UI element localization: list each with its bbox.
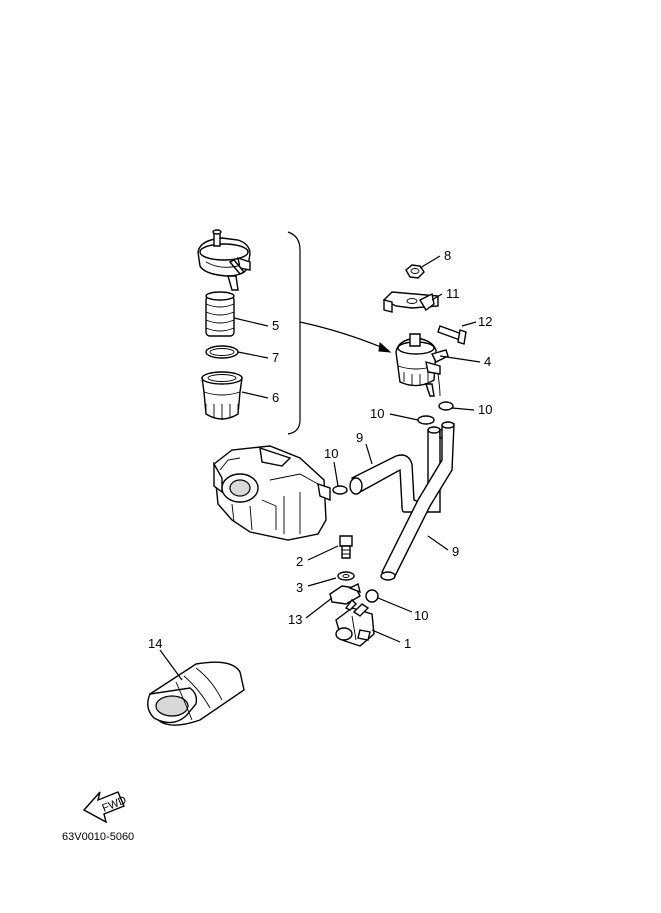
storage-bag-illustration	[147, 661, 245, 726]
hose-clip-illustration	[332, 485, 348, 495]
hose-clip-illustration	[365, 589, 379, 603]
diagram-code: 63V0010-5060	[62, 831, 134, 843]
leader-5	[233, 317, 269, 327]
leader-8	[419, 255, 441, 269]
filter-cup-illustration	[201, 371, 243, 420]
arrow-head	[378, 341, 392, 353]
filter-bracket-illustration	[382, 291, 439, 313]
part-label-4: 4	[484, 354, 491, 369]
fwd-arrow-icon: FWD	[82, 791, 128, 824]
plate-illustration	[329, 582, 362, 605]
leader-3	[307, 577, 337, 587]
part-label-11: 11	[446, 286, 460, 301]
leader-14	[159, 649, 183, 681]
leader-9	[427, 535, 449, 551]
part-label-1: 1	[404, 636, 411, 651]
exploded-view-bracket	[287, 231, 301, 435]
part-label-10: 10	[324, 446, 338, 461]
leader-6	[241, 391, 269, 399]
part-label-2: 2	[296, 554, 303, 569]
part-label-13: 13	[288, 612, 302, 627]
part-label-10: 10	[370, 406, 384, 421]
leader-1	[371, 629, 401, 643]
exploded-view-arrow	[299, 321, 389, 351]
carburetor-illustration	[213, 445, 331, 541]
leader-9	[365, 443, 373, 465]
leader-10	[377, 597, 413, 613]
part-label-5: 5	[272, 318, 279, 333]
leader-7	[237, 351, 269, 359]
leader-10	[451, 407, 475, 411]
filter-element-illustration	[205, 291, 235, 337]
leader-11	[431, 293, 443, 301]
hose-clip-illustration	[438, 401, 454, 411]
washer-illustration	[337, 571, 355, 581]
fuel-joint-illustration	[335, 598, 375, 647]
part-label-9: 9	[356, 430, 363, 445]
part-label-12: 12	[478, 314, 492, 329]
part-label-8: 8	[444, 248, 451, 263]
leader-13	[305, 597, 333, 619]
fuel-filter-assembly-illustration	[395, 333, 449, 397]
leader-4	[439, 355, 481, 363]
nut-illustration	[405, 264, 425, 279]
part-label-10: 10	[478, 402, 492, 417]
part-label-14: 14	[148, 636, 162, 651]
bolt-illustration	[437, 325, 467, 345]
leader-2	[307, 545, 339, 561]
o-ring-illustration	[205, 345, 239, 359]
part-label-10: 10	[414, 608, 428, 623]
leader-10	[389, 413, 419, 421]
bolt-2-illustration	[339, 535, 353, 559]
part-label-9: 9	[452, 544, 459, 559]
leader-12	[461, 321, 477, 327]
filter-cap-illustration	[197, 229, 251, 291]
part-label-3: 3	[296, 580, 303, 595]
fuel-hose-lower-illustration	[380, 421, 455, 581]
leader-10	[333, 461, 339, 487]
part-label-6: 6	[272, 390, 279, 405]
hose-clip-illustration	[417, 415, 435, 425]
part-label-7: 7	[272, 350, 279, 365]
